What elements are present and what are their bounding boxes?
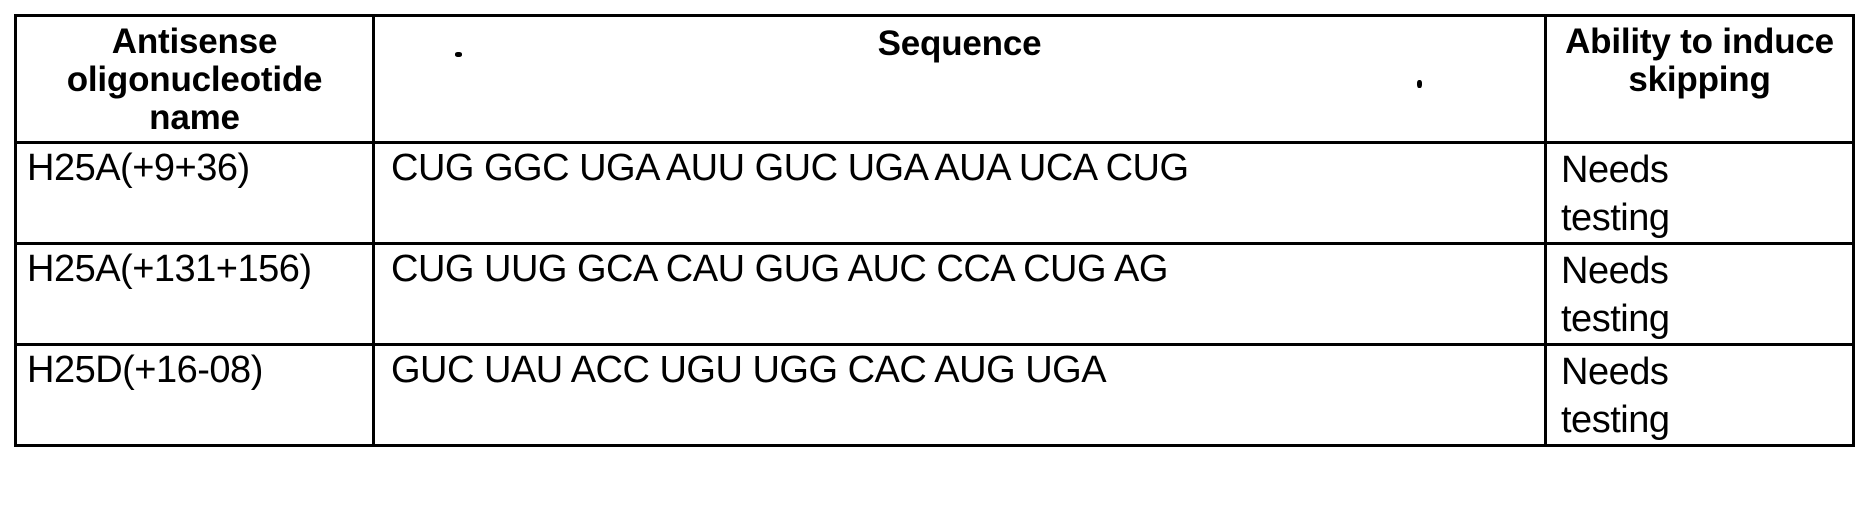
table-cell-sequence: CUG GGC UGA AUU GUC UGA AUA UCA CUG <box>372 141 1547 245</box>
scan-speck-artifact <box>1417 80 1422 88</box>
table-row: H25A(+131+156) CUG UUG GCA CAU GUG AUC C… <box>14 242 1855 346</box>
table-header-cell-sequence: Sequence <box>372 14 1547 144</box>
oligonucleotide-name: H25D(+16-08) <box>27 349 263 391</box>
column-header-ability-to-induce-skipping: Ability to induce skipping <box>1565 22 1834 99</box>
antisense-oligonucleotide-table: Antisense oligonucleotide name Sequence … <box>14 14 1855 447</box>
table-cell-ability: Needs testing <box>1544 141 1855 245</box>
skipping-ability-status: Needs testing <box>1561 149 1670 239</box>
table-cell-ability: Needs testing <box>1544 343 1855 447</box>
oligonucleotide-sequence: CUG UUG GCA CAU GUG AUC CCA CUG AG <box>391 248 1168 290</box>
table-cell-ability: Needs testing <box>1544 242 1855 346</box>
table-cell-name: H25A(+131+156) <box>14 242 375 346</box>
skipping-ability-status: Needs testing <box>1561 351 1670 441</box>
table-header-cell-name: Antisense oligonucleotide name <box>14 14 375 144</box>
table-cell-sequence: CUG UUG GCA CAU GUG AUC CCA CUG AG <box>372 242 1547 346</box>
oligonucleotide-sequence: CUG GGC UGA AUU GUC UGA AUA UCA CUG <box>391 147 1189 189</box>
table-cell-name: H25A(+9+36) <box>14 141 375 245</box>
table-row: H25A(+9+36) CUG GGC UGA AUU GUC UGA AUA … <box>14 141 1855 245</box>
scan-speck-artifact <box>455 52 462 57</box>
table-header-cell-ability: Ability to induce skipping <box>1544 14 1855 144</box>
oligonucleotide-sequence: GUC UAU ACC UGU UGG CAC AUG UGA <box>391 349 1107 391</box>
skipping-ability-status: Needs testing <box>1561 250 1670 340</box>
column-header-sequence: Sequence <box>877 24 1042 63</box>
table-row: H25D(+16-08) GUC UAU ACC UGU UGG CAC AUG… <box>14 343 1855 447</box>
table-cell-name: H25D(+16-08) <box>14 343 375 447</box>
table-header-row: Antisense oligonucleotide name Sequence … <box>14 14 1855 144</box>
antisense-oligonucleotide-table-container: Antisense oligonucleotide name Sequence … <box>14 14 1855 447</box>
column-header-antisense-oligonucleotide-name: Antisense oligonucleotide name <box>66 22 323 137</box>
table-cell-sequence: GUC UAU ACC UGU UGG CAC AUG UGA <box>372 343 1547 447</box>
oligonucleotide-name: H25A(+9+36) <box>27 147 250 189</box>
oligonucleotide-name: H25A(+131+156) <box>27 248 312 290</box>
